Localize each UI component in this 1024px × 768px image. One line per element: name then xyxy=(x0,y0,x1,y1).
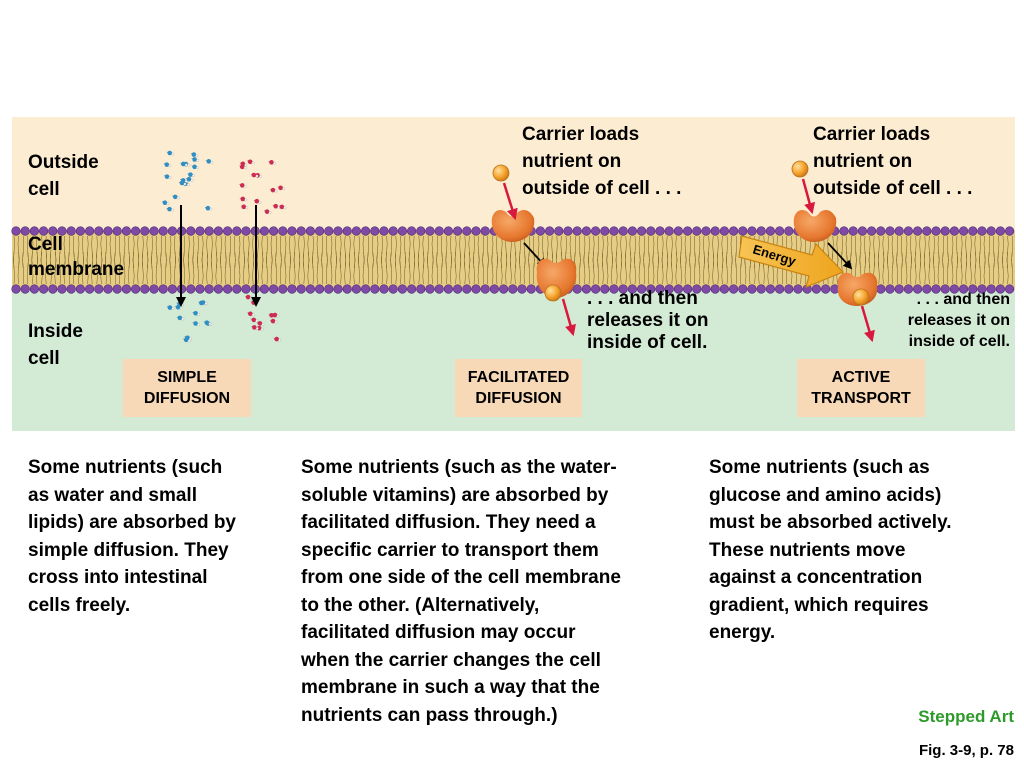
facilitated-diffusion-label: FACILITATED DIFFUSION xyxy=(455,359,582,417)
lipid-heads xyxy=(11,226,1015,294)
facilitated-load-text: Carrier loads nutrient on outside of cel… xyxy=(522,124,682,199)
energy-arrow xyxy=(738,235,845,289)
facilitated-loading-arrow xyxy=(502,182,518,221)
simple-diffusion-label: SIMPLE DIFFUSION xyxy=(123,359,251,417)
simple-diffusion-description: Some nutrients (such as water and small … xyxy=(28,457,236,616)
active-transport-label: ACTIVE TRANSPORT xyxy=(797,359,925,417)
red-molecule-cluster-outside xyxy=(239,159,287,214)
active-release-text: . . . and then releases it on inside of … xyxy=(907,291,1010,350)
active-nutrient-outside xyxy=(791,160,809,178)
active-nutrient-inside xyxy=(852,288,870,306)
cell-membrane-label: Cell membrane xyxy=(28,234,125,280)
active-release-arrow xyxy=(860,305,875,343)
active-carrier-outside xyxy=(793,210,837,242)
facilitated-release-text: . . . and then releases it on inside of … xyxy=(587,288,709,353)
active-step-arrow xyxy=(827,242,853,270)
inside-cell-label: Inside cell xyxy=(28,321,83,369)
facilitated-nutrient-outside xyxy=(492,164,510,182)
lipid-tails xyxy=(13,235,1014,285)
figure-reference: Fig. 3-9, p. 78 xyxy=(918,742,1014,759)
facilitated-nutrient-inside xyxy=(544,284,562,302)
outside-cell-label: Outside cell xyxy=(28,152,99,200)
stepped-art-label: Stepped Art xyxy=(918,707,1014,726)
active-transport-description: Some nutrients (such as glucose and amin… xyxy=(709,457,952,643)
facilitated-carrier-outside xyxy=(491,210,535,242)
blue-molecule-cluster-outside xyxy=(161,150,214,212)
facilitated-release-arrow xyxy=(561,298,576,337)
active-loading-arrow xyxy=(801,178,816,215)
facilitated-diffusion-description: Some nutrients (such as the water- solub… xyxy=(301,457,621,726)
active-load-text: Carrier loads nutrient on outside of cel… xyxy=(813,124,973,199)
